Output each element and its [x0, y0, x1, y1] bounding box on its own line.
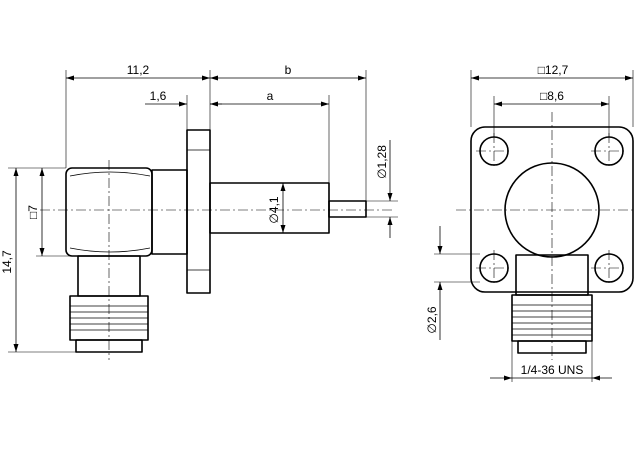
arrowhead: [358, 75, 366, 81]
housing-neck: [151, 169, 188, 255]
dim-flange-square-label: □12,7: [538, 63, 569, 77]
arrowhead: [13, 344, 19, 352]
arrowhead: [387, 217, 393, 225]
dim-pin-diameter-label: ∅1,28: [375, 145, 389, 179]
side-view: 11,2 b 1,6 a □7 14,7 ∅4,1: [0, 63, 398, 360]
dim-width-label: 11,2: [127, 63, 150, 77]
dim-b-label: b: [285, 63, 292, 77]
dim-thread-label: 1/4-36 UNS: [521, 363, 584, 377]
arrowhead: [504, 375, 512, 381]
arrowhead: [321, 101, 329, 107]
arrowhead: [625, 75, 633, 81]
dim-a-label: a: [267, 89, 274, 103]
arrowhead: [494, 101, 502, 107]
arrowhead: [39, 168, 45, 176]
dim-flange-label: 1,6: [150, 89, 167, 103]
arrowhead: [280, 225, 286, 233]
dim-body-square-label: □7: [26, 205, 40, 219]
arrowhead: [13, 168, 19, 176]
arrowhead: [601, 101, 609, 107]
arrowhead: [471, 75, 479, 81]
arrowhead: [202, 75, 210, 81]
arrowhead: [437, 282, 443, 290]
dim-body-diameter-label: ∅4,1: [267, 196, 281, 223]
front-view: □12,7 □8,6 ∅2,6 1/4-36 UNS: [425, 63, 636, 382]
center-pin: [328, 200, 367, 218]
arrowhead: [592, 375, 600, 381]
arrowhead: [210, 75, 218, 81]
housing-curvature-lines: [69, 171, 151, 253]
arrowhead: [387, 193, 393, 201]
arrowhead: [179, 101, 187, 107]
dim-overall-height-label: 14,7: [0, 250, 14, 274]
arrowhead: [39, 248, 45, 256]
dim-hole-spacing-label: □8,6: [540, 89, 564, 103]
arrowhead: [437, 246, 443, 254]
dim-hole-diameter-label: ∅2,6: [425, 306, 439, 333]
arrowhead: [280, 183, 286, 191]
arrowhead: [66, 75, 74, 81]
flange: [186, 129, 211, 294]
